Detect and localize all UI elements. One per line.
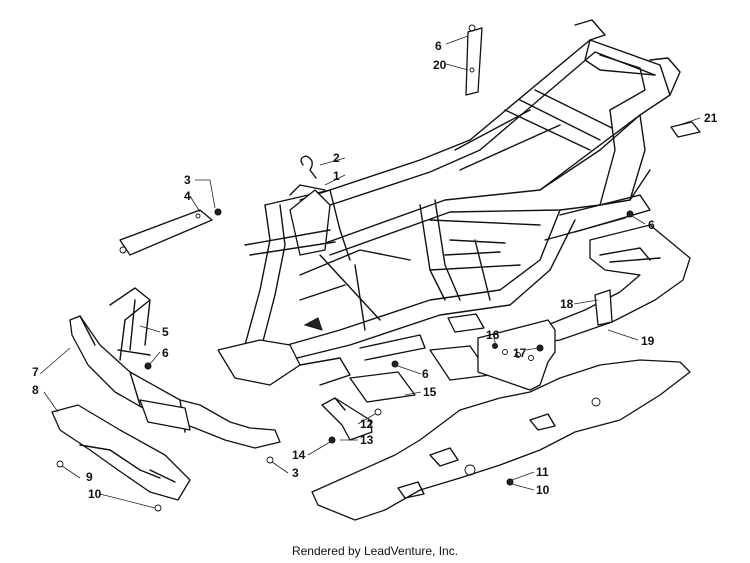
callout-18: 18	[560, 297, 574, 311]
callout-7: 7	[32, 365, 39, 379]
callout-12: 12	[360, 417, 374, 431]
bracket-4	[119, 208, 222, 256]
rear-footwell-19	[534, 224, 691, 343]
callout-5: 5	[162, 325, 169, 339]
callout-10-right: 10	[536, 483, 550, 497]
front-skid-plate-8	[51, 404, 191, 501]
rear-bracket-20	[465, 24, 483, 96]
callout-9: 9	[86, 470, 93, 484]
front-bumper-7	[69, 287, 281, 449]
callout-13: 13	[360, 433, 374, 447]
callout-4: 4	[184, 189, 191, 203]
callout-8: 8	[32, 383, 39, 397]
callout-6-top: 6	[435, 39, 442, 53]
callout-20: 20	[433, 58, 447, 72]
callout-19: 19	[641, 334, 655, 348]
callout-14: 14	[292, 448, 306, 462]
callout-6-mid: 6	[422, 367, 429, 381]
callout-6-right: 6	[648, 218, 655, 232]
decal-21	[670, 121, 701, 138]
rear-strip-16	[477, 319, 556, 391]
callout-3-top: 3	[184, 173, 191, 187]
callout-16: 16	[486, 328, 500, 342]
footer-credit: Rendered by LeadVenture, Inc.	[291, 544, 459, 558]
main-frame	[217, 19, 681, 386]
callout-15: 15	[423, 385, 437, 399]
wire-clip-2	[300, 155, 317, 179]
callout-10-left: 10	[88, 487, 102, 501]
callout-11: 11	[536, 465, 549, 479]
hardware-bolts	[56, 210, 634, 512]
callout-1: 1	[333, 169, 340, 183]
main-skid-plate-11	[311, 359, 691, 521]
callout-2: 2	[333, 151, 340, 165]
bracket-12-13	[321, 397, 382, 444]
callout-17: 17	[513, 346, 527, 360]
skid-strip-15	[349, 313, 491, 403]
callout-3-bottom: 3	[292, 466, 299, 480]
leader-lines	[39, 35, 701, 509]
callout-21: 21	[704, 111, 718, 125]
callout-6-bumper: 6	[162, 346, 169, 360]
